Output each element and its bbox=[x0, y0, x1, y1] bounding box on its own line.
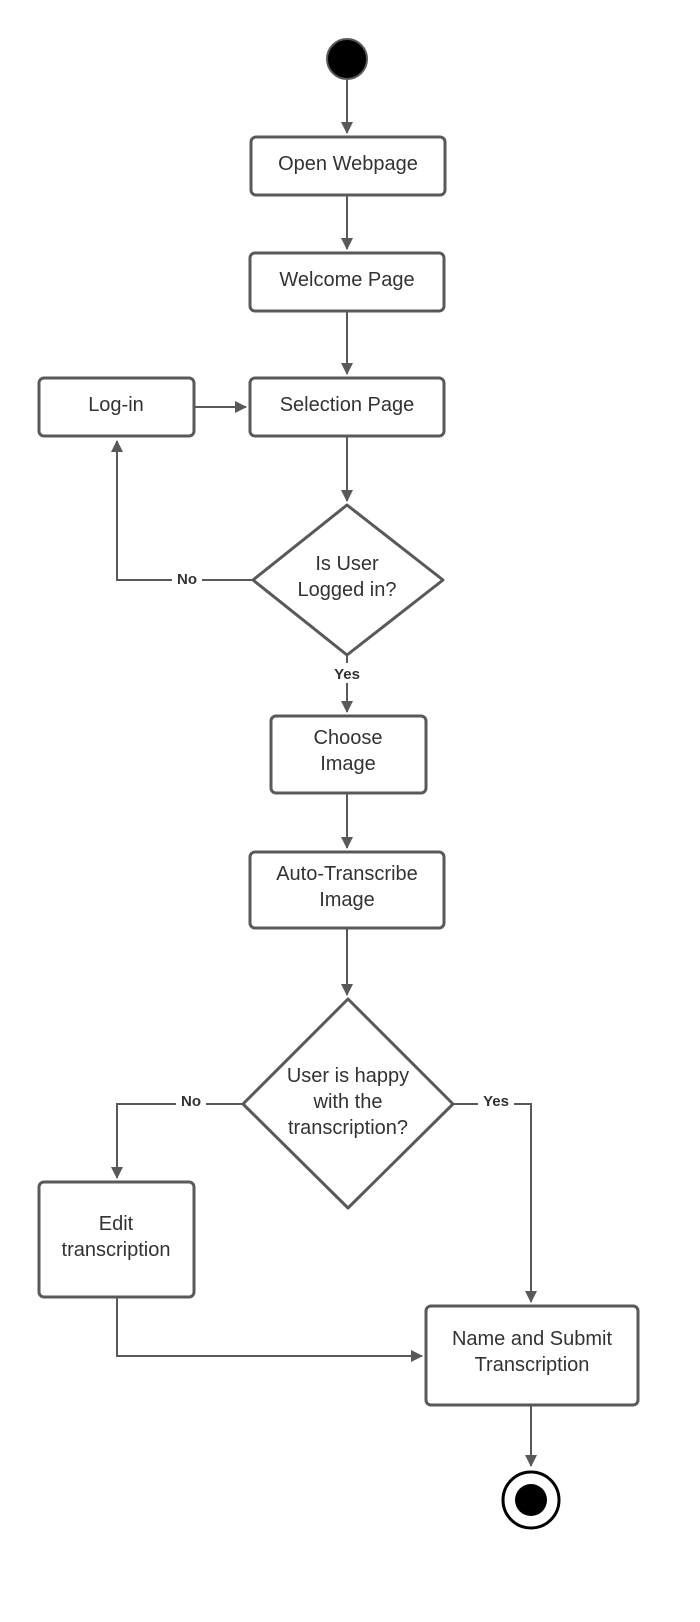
node-choose-image-label-line-2: Image bbox=[320, 753, 376, 775]
edge-label-happy-no: No bbox=[181, 1093, 201, 1110]
decision-is-logged-in-label-line-2: Logged in? bbox=[298, 579, 397, 601]
edge-label-logged-in-yes: Yes bbox=[334, 666, 360, 683]
edge-label-happy-yes: Yes bbox=[483, 1093, 509, 1110]
start-node bbox=[326, 38, 368, 80]
node-welcome-page-label: Welcome Page bbox=[279, 269, 414, 291]
decision-user-happy-label-line-1: User is happy bbox=[287, 1065, 409, 1087]
node-open-webpage: Open Webpage bbox=[249, 135, 447, 197]
node-log-in: Log-in bbox=[37, 376, 196, 438]
edge-label-logged-in-no: No bbox=[177, 571, 197, 588]
node-choose-image-label-line-1: Choose bbox=[314, 727, 383, 749]
node-edit-transcription-label: Edit transcription bbox=[62, 1213, 171, 1261]
edge-happy-no-to-edit bbox=[111, 1103, 243, 1179]
node-edit-transcription-label-line-2: transcription bbox=[62, 1239, 171, 1261]
edge-labels: No Yes No Yes bbox=[172, 569, 514, 1113]
decision-user-happy-label-line-3: transcription? bbox=[288, 1117, 408, 1139]
node-log-in-label: Log-in bbox=[88, 394, 144, 416]
decision-user-happy-label-line-2: with the bbox=[313, 1091, 383, 1113]
edge-edit-to-submit bbox=[116, 1298, 423, 1362]
node-auto-transcribe-label-line-1: Auto-Transcribe bbox=[276, 863, 418, 885]
node-open-webpage-label: Open Webpage bbox=[278, 153, 418, 175]
decision-user-happy-label: User is happy with the transcription? bbox=[287, 1065, 409, 1139]
edge-logged-in-no-to-login bbox=[111, 440, 253, 581]
decision-is-logged-in-label-line-1: Is User bbox=[315, 553, 379, 575]
node-name-submit-label-line-1: Name and Submit bbox=[452, 1328, 613, 1350]
node-name-submit-label-line-2: Transcription bbox=[475, 1354, 590, 1376]
node-edit-transcription-label-line-1: Edit bbox=[99, 1213, 134, 1235]
decision-user-happy: User is happy with the transcription? bbox=[241, 997, 455, 1210]
node-welcome-page: Welcome Page bbox=[248, 251, 446, 313]
node-edit-transcription: Edit transcription bbox=[37, 1180, 196, 1299]
node-auto-transcribe-label-line-2: Image bbox=[319, 889, 375, 911]
node-selection-page-label: Selection Page bbox=[280, 394, 415, 416]
node-selection-page: Selection Page bbox=[248, 376, 446, 438]
end-node bbox=[501, 1470, 561, 1530]
edge-happy-yes-to-submit bbox=[453, 1103, 537, 1303]
